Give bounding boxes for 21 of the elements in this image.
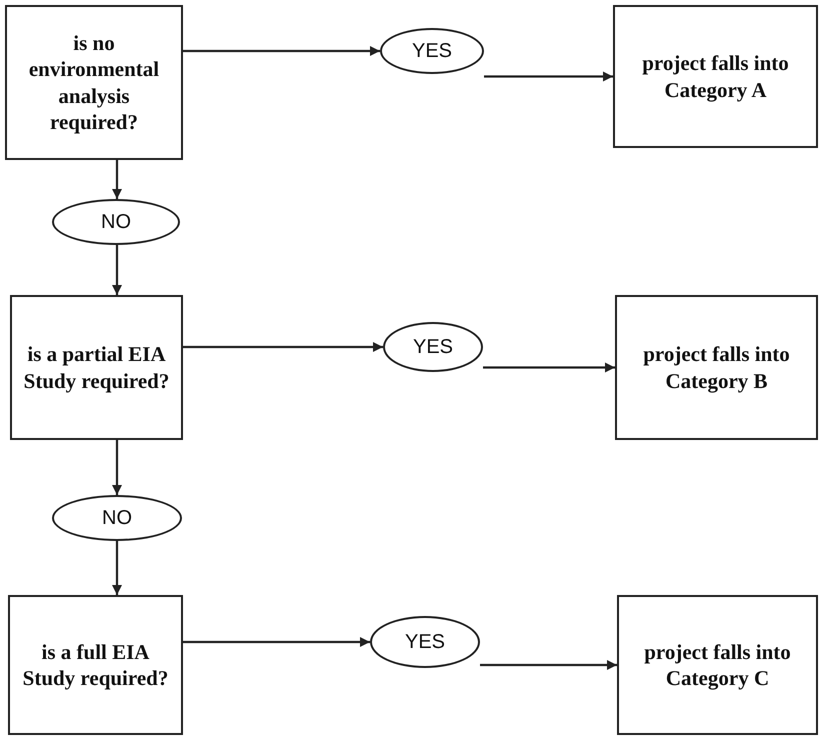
arrow [112,440,122,495]
decision-oval: YES [370,616,480,668]
decision-oval: YES [380,28,484,74]
arrow [480,660,617,670]
decision-oval: NO [52,199,180,245]
arrow [183,46,380,56]
arrow [183,637,370,647]
process-box: project falls into Category C [617,595,818,735]
arrow [183,342,383,352]
decision-oval: NO [52,495,182,541]
process-box: is a full EIA Study required? [8,595,183,735]
process-box: project falls into Category B [615,295,818,440]
arrow [112,160,122,199]
process-box: is no environmental analysis required? [5,5,183,160]
process-box: project falls into Category A [613,5,818,148]
arrow [483,362,615,372]
decision-oval: YES [383,322,483,372]
arrow [484,72,613,82]
arrow [112,245,122,295]
arrow [112,541,122,595]
process-box: is a partial EIA Study required? [10,295,183,440]
